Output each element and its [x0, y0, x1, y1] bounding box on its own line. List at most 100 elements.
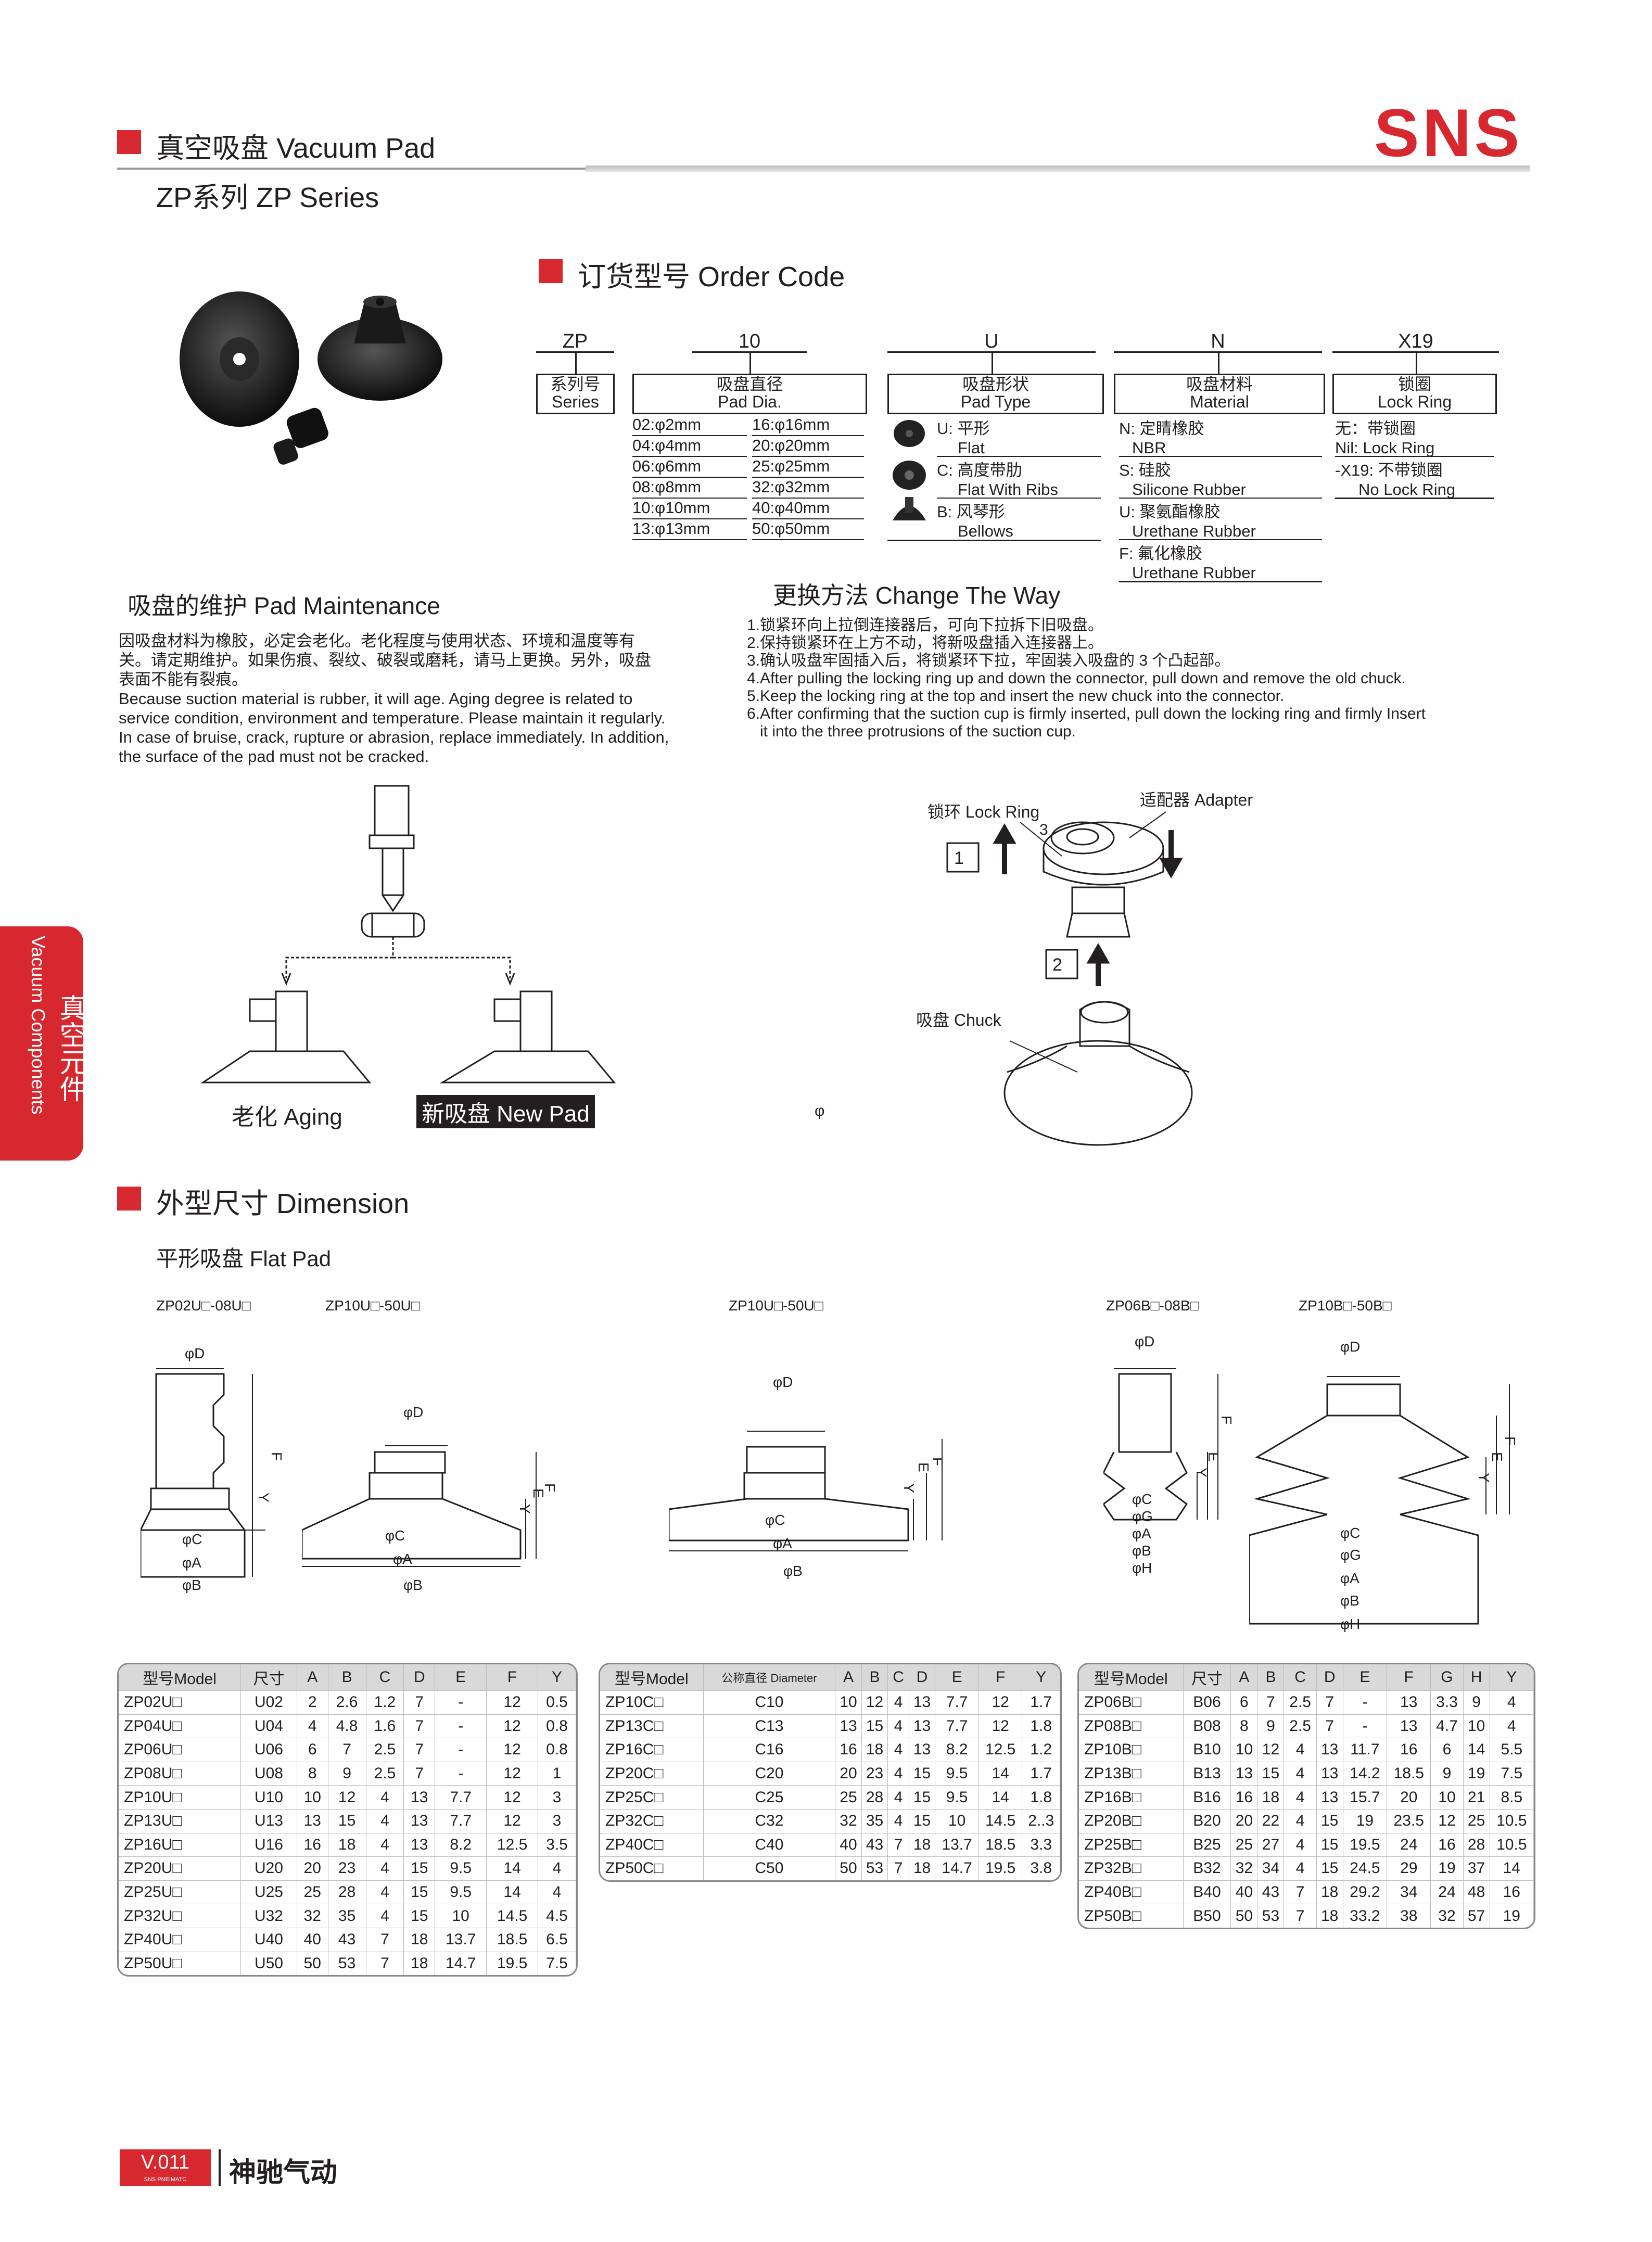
table-cell: 15: [861, 1714, 888, 1738]
table-header-cell: C: [366, 1664, 404, 1690]
dim-label-y: Y: [256, 1493, 272, 1502]
table-header-cell: D: [1316, 1664, 1343, 1690]
table-cell: 4: [366, 1808, 404, 1833]
table-cell: 10: [435, 1904, 487, 1928]
table-cell: 7.7: [435, 1785, 487, 1809]
dim-label-h: φH: [1132, 1560, 1152, 1576]
table-cell: 24: [1431, 1880, 1464, 1904]
table-cell: 27: [1257, 1832, 1285, 1857]
material-item-en: Silicone Rubber: [1132, 480, 1246, 499]
table-cell: 7: [366, 1951, 404, 1976]
dim-label-c: φC: [385, 1527, 405, 1544]
table-cell: 13: [1387, 1690, 1431, 1714]
dim-label-c: φC: [765, 1512, 785, 1528]
type-box: 吸盘形状 Pad Type: [887, 374, 1104, 414]
maintenance-line: service condition, environment and tempe…: [119, 709, 666, 727]
table-cell: 13.7: [935, 1832, 979, 1857]
table-cell: 13: [1316, 1785, 1343, 1809]
table-cell: 16: [1431, 1832, 1464, 1857]
table-cell: 1.8: [1022, 1714, 1060, 1738]
table-cell: U40: [241, 1927, 297, 1952]
header-rule-bar: [586, 165, 1530, 172]
page-number: V.011: [141, 2151, 189, 2173]
lock-item-cn: 无：带锁圈: [1335, 419, 1416, 438]
table-cell: 11.7: [1343, 1738, 1388, 1762]
table-cell: 9: [1463, 1690, 1490, 1714]
type-list-rule: [887, 540, 1101, 541]
table-cell: 19.5: [487, 1951, 539, 1976]
dim-label-y: Y: [517, 1504, 533, 1514]
table-cell: 7: [404, 1714, 436, 1738]
table-cell: 1.8: [1022, 1785, 1060, 1809]
table-cell: ZP40U□: [119, 1927, 242, 1952]
dim-label-a: φA: [393, 1551, 412, 1567]
caption-zp10u-ribs: ZP10U□-50U□: [729, 1297, 823, 1314]
table-cell: 19.5: [979, 1856, 1023, 1880]
table-cell: 10: [1431, 1785, 1464, 1809]
table-cell: 15: [404, 1856, 436, 1880]
dia-item: 02:φ2mm: [632, 415, 747, 436]
dia-item: 10:φ10mm: [632, 499, 747, 519]
change-step: 5.Keep the locking ring at the top and i…: [747, 687, 1285, 705]
dim-label-a: φA: [1340, 1570, 1359, 1586]
dim-label-y: Y: [1193, 1468, 1210, 1477]
table-cell: ZP16C□: [600, 1738, 704, 1762]
dia-item: 08:φ8mm: [632, 478, 747, 499]
table-cell: 7: [1257, 1690, 1285, 1714]
table-cell: 0.8: [538, 1738, 576, 1762]
dim-label-b: φB: [182, 1577, 201, 1593]
change-diagram: [946, 811, 1193, 1146]
dim-label-e: E: [530, 1488, 547, 1498]
table-header-cell: D: [404, 1664, 436, 1690]
series-box-en: Series: [552, 392, 599, 411]
table-cell: U25: [241, 1880, 297, 1904]
table-header-cell: A: [1231, 1664, 1258, 1690]
table-cell: 12: [487, 1738, 539, 1762]
table-cell: 13: [297, 1808, 328, 1833]
page-subtitle: ZP系列 ZP Series: [156, 182, 379, 213]
header-rule: [117, 168, 586, 170]
connector-line: [992, 353, 993, 374]
table-cell: 19: [1343, 1808, 1388, 1833]
table-cell: 1.2: [366, 1690, 404, 1714]
maintenance-line: In case of bruise, crack, rupture or abr…: [119, 728, 669, 746]
aging-label: 老化 Aging: [232, 1104, 342, 1130]
code-underline: [536, 351, 614, 353]
table-cell: 40: [1231, 1880, 1258, 1904]
chuck-label: 吸盘 Chuck: [916, 1011, 1001, 1029]
table-cell: 18: [328, 1832, 366, 1857]
table-cell: U13: [241, 1808, 297, 1833]
table-cell: 13: [404, 1808, 436, 1833]
table-header-cell: 尺寸: [1183, 1664, 1231, 1690]
dim-label-e: E: [1489, 1452, 1505, 1462]
drawing-zp10b: [1249, 1376, 1510, 1625]
table-cell: 8.5: [1490, 1785, 1534, 1809]
lock-ring-label: 锁环 Lock Ring: [927, 802, 1040, 821]
code-underline: [1114, 351, 1322, 353]
table-cell: 15: [1316, 1856, 1343, 1880]
table-cell: 4: [1284, 1832, 1317, 1857]
table-cell: 7.7: [935, 1714, 979, 1738]
table-cell: ZP20U□: [119, 1856, 242, 1880]
table-header-cell: Y: [1490, 1664, 1534, 1690]
dim-label-a: φA: [773, 1535, 792, 1551]
table-cell: 13: [835, 1714, 862, 1738]
table-cell: 28: [861, 1785, 888, 1809]
table-cell: 28: [328, 1880, 366, 1904]
table-cell: 48: [1463, 1880, 1490, 1904]
table-cell: 20: [835, 1761, 862, 1786]
table-cell: ZP25U□: [119, 1880, 242, 1904]
table-cell: 12: [487, 1714, 539, 1738]
lock-box-en: Lock Ring: [1377, 392, 1452, 411]
drawing-zp10u: [302, 1445, 537, 1567]
table-cell: 25: [1231, 1832, 1258, 1857]
table-cell: 23.5: [1387, 1808, 1431, 1833]
table-cell: 7: [404, 1690, 436, 1714]
table-cell: 32: [297, 1904, 328, 1928]
dim-label-f: F: [269, 1452, 285, 1461]
table-cell: 9.5: [435, 1880, 487, 1904]
table-cell: 10.5: [1490, 1832, 1534, 1857]
